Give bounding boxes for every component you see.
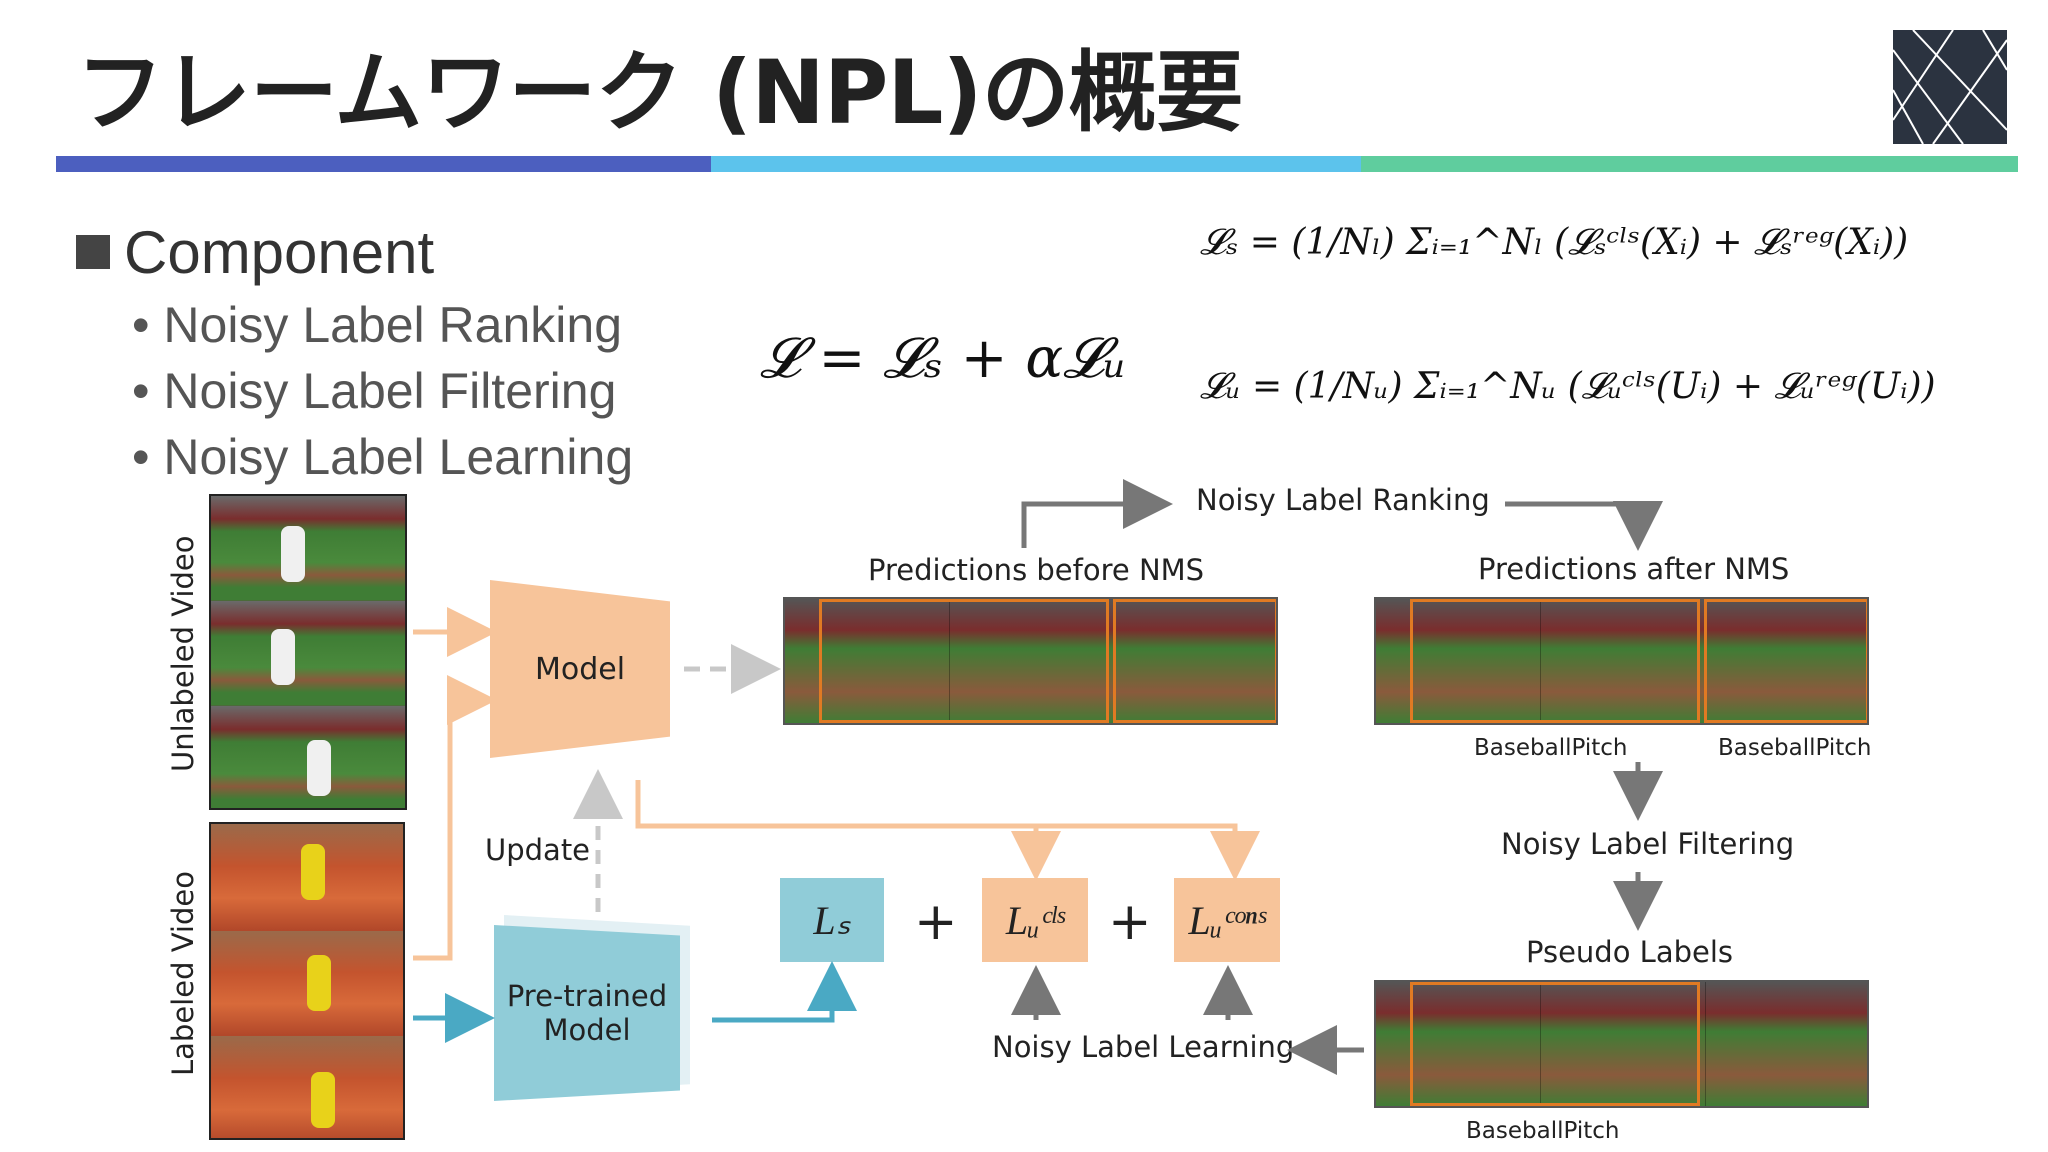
bullet-text-learning: Noisy Label Learning <box>163 429 634 485</box>
pretrained-model-box: Pre-trained Model <box>494 925 680 1101</box>
lattice-logo-icon <box>1892 29 2008 145</box>
prediction-box <box>819 599 1109 723</box>
bullet-item: • Noisy Label Filtering <box>132 363 617 419</box>
component-heading: Component <box>76 218 434 287</box>
labeled-video-frames <box>209 822 405 1140</box>
predictions-after-strip <box>1374 597 1869 725</box>
bullet-text-ranking: Noisy Label Ranking <box>163 297 622 353</box>
total-loss-equation: 𝓛 = 𝓛ₛ + α𝓛ᵤ <box>760 326 1127 391</box>
predictions-before-strip <box>783 597 1278 725</box>
loss-s-box: Lₛ <box>780 878 884 962</box>
arrow-labeled-to-model <box>413 675 497 961</box>
arrow-pretrained-to-ls <box>712 961 857 1023</box>
class-label: BaseballPitch <box>1466 1118 1620 1144</box>
class-label: BaseballPitch <box>1474 735 1628 761</box>
unlabeled-video-frames <box>209 494 407 810</box>
loss-cls-box: Lᵤᶜˡˢ <box>982 878 1088 962</box>
slide-title: フレームワーク (NPL)の概要 <box>76 41 1244 144</box>
unsupervised-loss-equation: 𝓛ᵤ = (1/Nᵤ) Σᵢ₌₁^Nᵤ (𝓛ᵤᶜˡˢ(Uᵢ) + 𝓛ᵤʳᵉᵍ(U… <box>1200 366 1936 407</box>
video-frame <box>211 601 405 705</box>
bullet-item: • Noisy Label Learning <box>132 429 634 485</box>
video-frame <box>211 1036 403 1138</box>
accent-bar-blue <box>56 156 711 172</box>
plus-sign: + <box>1108 892 1152 952</box>
prediction-box <box>1113 599 1276 723</box>
predictions-before-label: Predictions before NMS <box>868 553 1205 587</box>
model-box: Model <box>490 580 670 758</box>
noisy-label-ranking-label: Noisy Label Ranking <box>1196 483 1490 517</box>
arrow-model-to-lcons <box>635 780 1260 881</box>
accent-bar-green <box>1361 156 2018 172</box>
video-frame <box>211 706 405 808</box>
video-frame <box>211 931 403 1035</box>
component-heading-text: Component <box>124 219 435 286</box>
prediction-box <box>1704 599 1867 723</box>
noisy-label-learning-label: Noisy Label Learning <box>992 1030 1295 1064</box>
pseudo-label-box <box>1410 982 1700 1106</box>
arrow-ranking-to-after <box>1505 501 1663 551</box>
class-label: BaseballPitch <box>1718 735 1872 761</box>
plus-sign: + <box>914 892 958 952</box>
pseudo-labels-label: Pseudo Labels <box>1526 935 1734 969</box>
video-frame <box>211 824 403 930</box>
accent-bar-cyan <box>711 156 1361 172</box>
predictions-after-label: Predictions after NMS <box>1478 552 1790 586</box>
prediction-box <box>1410 599 1700 723</box>
video-frame <box>211 496 405 600</box>
update-label: Update <box>485 833 591 867</box>
supervised-loss-equation: 𝓛ₛ = (1/Nₗ) Σᵢ₌₁^Nₗ (𝓛ₛᶜˡˢ(Xᵢ) + 𝓛ₛʳᵉᵍ(X… <box>1200 222 1909 263</box>
pseudo-labels-strip <box>1374 980 1869 1108</box>
logo <box>1892 29 2008 145</box>
noisy-label-filtering-label: Noisy Label Filtering <box>1501 827 1795 861</box>
bullet-text-filtering: Noisy Label Filtering <box>163 363 617 419</box>
arrow-before-to-ranking <box>1021 479 1173 548</box>
loss-cons-box: Lᵤᶜᵒⁿˢ <box>1174 878 1280 962</box>
bullet-item: • Noisy Label Ranking <box>132 297 622 353</box>
square-bullet-icon <box>76 235 110 269</box>
